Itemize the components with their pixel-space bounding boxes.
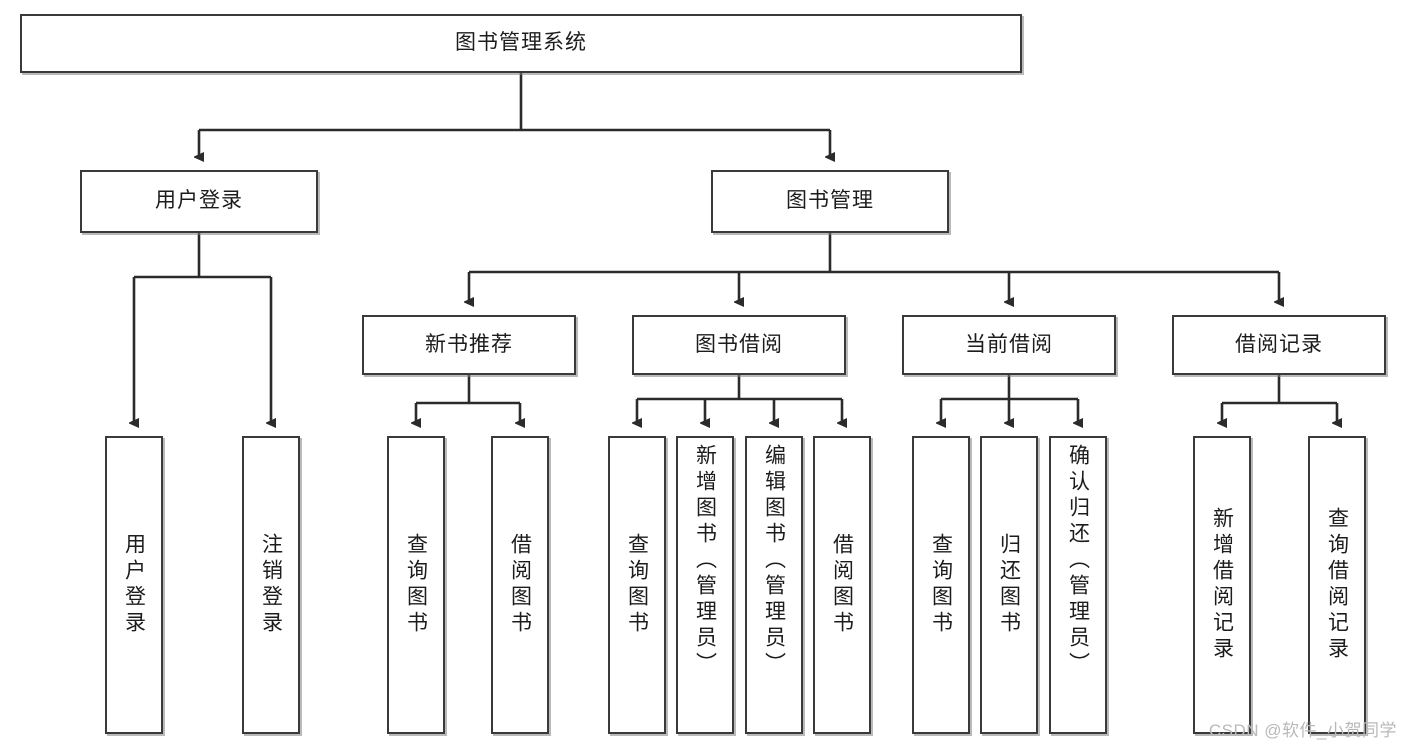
node-root-label: 图书管理系统 [455,31,587,55]
node-leaf-query-book-1-label: 查询图书 [404,533,428,637]
node-book-borrow-label: 图书借阅 [695,332,783,356]
node-leaf-borrow-book-2[interactable]: 借阅图书 [813,436,871,734]
node-current-borrow-label: 当前借阅 [965,332,1053,356]
node-root[interactable]: 图书管理系统 [20,14,1022,73]
node-leaf-edit-book[interactable]: 编辑图书（管理员） [745,436,803,734]
node-leaf-query-book-3[interactable]: 查询图书 [912,436,970,734]
node-leaf-add-book[interactable]: 新增图书（管理员） [676,436,734,734]
node-new-book-recommend[interactable]: 新书推荐 [362,315,576,375]
node-leaf-confirm-return-label: 确认归还（管理员） [1066,444,1090,678]
node-leaf-query-record-label: 查询借阅记录 [1325,507,1349,663]
node-borrow-record-label: 借阅记录 [1235,332,1323,356]
node-leaf-user-logout[interactable]: 注销登录 [242,436,300,734]
node-leaf-query-book-2[interactable]: 查询图书 [608,436,666,734]
node-leaf-borrow-book-1[interactable]: 借阅图书 [491,436,549,734]
node-leaf-query-book-1[interactable]: 查询图书 [387,436,445,734]
node-leaf-add-book-label: 新增图书（管理员） [693,444,717,678]
node-leaf-add-record[interactable]: 新增借阅记录 [1193,436,1251,734]
node-borrow-record[interactable]: 借阅记录 [1172,315,1386,375]
node-leaf-user-login-label: 用户登录 [122,533,146,637]
node-leaf-query-book-3-label: 查询图书 [929,533,953,637]
node-leaf-user-login[interactable]: 用户登录 [105,436,163,734]
node-leaf-return-book[interactable]: 归还图书 [980,436,1038,734]
node-leaf-edit-book-label: 编辑图书（管理员） [762,444,786,678]
node-leaf-add-record-label: 新增借阅记录 [1210,507,1234,663]
node-leaf-query-record[interactable]: 查询借阅记录 [1308,436,1366,734]
node-user-login[interactable]: 用户登录 [80,170,318,233]
node-book-borrow[interactable]: 图书借阅 [632,315,846,375]
node-leaf-query-book-2-label: 查询图书 [625,533,649,637]
node-user-login-label: 用户登录 [155,189,243,213]
node-leaf-return-book-label: 归还图书 [997,533,1021,637]
node-book-management-label: 图书管理 [786,189,874,213]
node-leaf-confirm-return[interactable]: 确认归还（管理员） [1049,436,1107,734]
node-leaf-borrow-book-2-label: 借阅图书 [830,533,854,637]
node-current-borrow[interactable]: 当前借阅 [902,315,1116,375]
node-book-management[interactable]: 图书管理 [711,170,949,233]
node-leaf-borrow-book-1-label: 借阅图书 [508,533,532,637]
node-new-book-recommend-label: 新书推荐 [425,332,513,356]
node-leaf-user-logout-label: 注销登录 [259,533,283,637]
